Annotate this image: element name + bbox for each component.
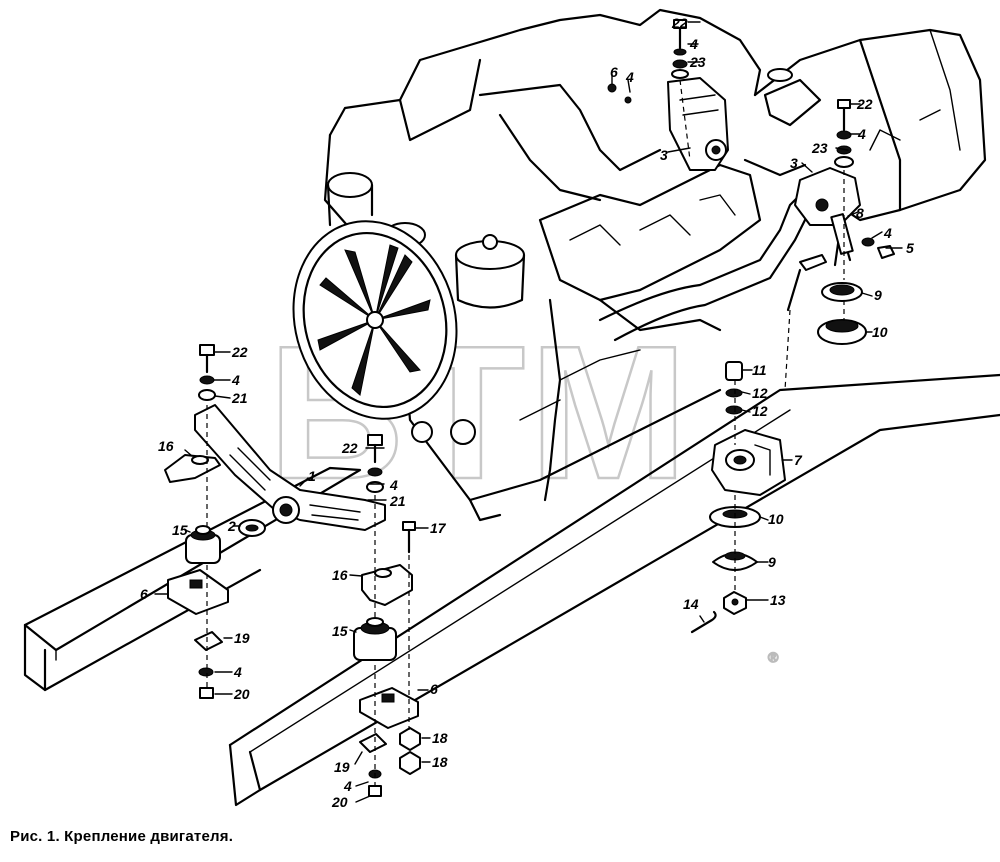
nut-washer-4-5 <box>861 237 895 259</box>
bolt-stack-top-left <box>671 19 689 79</box>
callout-17: 17 <box>430 520 447 536</box>
nut-18-lower <box>399 751 421 775</box>
callout-6-left: 6 <box>140 586 148 602</box>
cushion-15-left <box>185 525 221 564</box>
callout-16-left: 16 <box>158 438 174 454</box>
bracket-16-right <box>361 564 413 606</box>
assembly-axes <box>206 79 845 786</box>
callout-22-front-left: 22 <box>231 344 248 360</box>
callout-labels: 22 4 23 6 4 3 22 4 23 3 8 4 5 9 10 11 12… <box>140 15 914 810</box>
callout-6-top: 6 <box>610 64 618 80</box>
callout-4-top-right: 4 <box>857 126 866 142</box>
callout-4-front-right: 4 <box>389 477 398 493</box>
bolt-stack-bottom-left <box>198 667 214 699</box>
callout-15-right: 15 <box>332 623 348 639</box>
leader-lines <box>154 21 903 803</box>
callout-9-lower: 9 <box>768 554 776 570</box>
bracket-6-right <box>359 687 419 729</box>
callout-4-top-left: 4 <box>689 36 698 52</box>
callout-21-front-left: 21 <box>231 390 248 406</box>
callout-20-right: 20 <box>331 794 348 810</box>
front-crossmember-1 <box>194 404 386 531</box>
cushion-15-right <box>353 617 397 661</box>
callout-16-right: 16 <box>332 567 348 583</box>
callout-13: 13 <box>770 592 786 608</box>
callout-3-right: 3 <box>790 155 798 171</box>
callout-22-front-right: 22 <box>341 440 358 456</box>
callout-8: 8 <box>856 205 864 221</box>
rear-bracket-right <box>794 167 861 267</box>
callout-4-bottom-right: 4 <box>343 778 352 794</box>
callout-4-front-left: 4 <box>231 372 240 388</box>
callout-19-right: 19 <box>334 759 350 775</box>
callout-18-lower: 18 <box>432 754 448 770</box>
callout-4-top: 4 <box>625 69 634 85</box>
rear-support-7 <box>711 429 786 496</box>
callout-10-upper: 10 <box>872 324 888 340</box>
plate-19-right <box>359 733 387 753</box>
callout-4-bottom-left: 4 <box>233 664 242 680</box>
callout-11: 11 <box>752 362 767 378</box>
nut-13 <box>723 591 747 615</box>
frame-rail-right <box>228 373 1000 807</box>
engine-assembly <box>323 8 812 522</box>
figure-caption: Рис. 1. Крепление двигателя. <box>10 828 234 845</box>
engine-fan <box>292 220 458 420</box>
bracket-16-left <box>164 454 221 483</box>
callout-1: 1 <box>308 468 316 484</box>
bushing-11-12 <box>725 361 743 415</box>
plate-19-left <box>194 631 223 651</box>
washer-2 <box>238 519 266 537</box>
cushion-upper-9 <box>821 282 863 302</box>
nut-18-upper <box>399 727 421 751</box>
bolt-17 <box>402 521 416 554</box>
bracket-6-left <box>167 569 229 615</box>
callout-20-left: 20 <box>233 686 250 702</box>
rear-bracket-top-left <box>607 77 729 171</box>
callout-23-top-left: 23 <box>689 54 706 70</box>
callout-15-left: 15 <box>172 522 188 538</box>
callout-12-lower: 12 <box>752 403 768 419</box>
bolt-stack-front-left <box>198 344 216 401</box>
callout-19-left: 19 <box>234 630 250 646</box>
callout-6-right: 6 <box>430 681 438 697</box>
callout-14: 14 <box>683 596 699 612</box>
callout-3-left: 3 <box>660 147 668 163</box>
bolt-stack-top-right <box>834 99 854 168</box>
callout-9-upper: 9 <box>874 287 882 303</box>
callout-10-lower: 10 <box>768 511 784 527</box>
callout-22-top-right: 22 <box>856 96 873 112</box>
callout-12-upper: 12 <box>752 385 768 401</box>
cotter-pin-14 <box>690 610 717 634</box>
stop-lever <box>786 254 827 312</box>
cushion-upper-10 <box>817 319 867 345</box>
callout-2: 2 <box>227 518 236 534</box>
callout-22-top-left: 22 <box>671 15 688 31</box>
callout-7: 7 <box>794 452 803 468</box>
callout-4-right: 4 <box>883 225 892 241</box>
watermark-registered-mark: ® <box>768 649 779 665</box>
gearbox-assembly <box>743 28 987 222</box>
callout-5: 5 <box>906 240 914 256</box>
callout-21-front-right: 21 <box>389 493 406 509</box>
callout-23-top-right: 23 <box>811 140 828 156</box>
callout-18-upper: 18 <box>432 730 448 746</box>
